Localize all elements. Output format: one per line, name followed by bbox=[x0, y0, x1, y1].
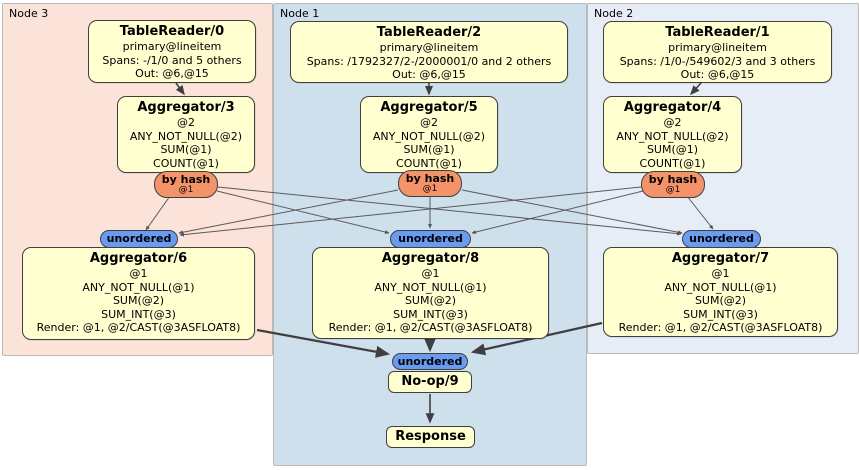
agg-fn: SUM(@2) bbox=[404, 294, 457, 307]
agg-group-cols: @1 bbox=[421, 267, 440, 280]
sync-unordered-final: unordered bbox=[392, 353, 468, 370]
agg-group-cols: @2 bbox=[420, 116, 438, 129]
agg-fn: COUNT(@1) bbox=[396, 156, 462, 170]
agg-group-cols: @1 bbox=[129, 267, 148, 280]
processor-title: Aggregator/4 bbox=[623, 100, 722, 115]
processor-out: Out: @6,@15 bbox=[392, 68, 466, 81]
processor-title: Aggregator/5 bbox=[380, 100, 478, 115]
router-detail: @1 bbox=[422, 184, 438, 194]
processor-out: Out: @6,@15 bbox=[135, 67, 209, 80]
processor-spans: Spans: /1792327/2-/2000001/0 and 2 other… bbox=[306, 54, 552, 68]
router-by-hash-node2: by hash @1 bbox=[641, 171, 705, 198]
sync-label: unordered bbox=[106, 232, 172, 245]
sync-label: unordered bbox=[689, 232, 754, 245]
processor-title: TableReader/2 bbox=[376, 25, 482, 40]
agg-fn: SUM(@1) bbox=[160, 143, 212, 156]
router-by-hash-node3: by hash @1 bbox=[154, 171, 218, 198]
agg-fn: ANY_NOT_NULL(@1) bbox=[374, 280, 487, 294]
router-label: by hash bbox=[648, 173, 698, 186]
agg-render: Render: @1, @2/CAST(@3ASFLOAT8) bbox=[618, 321, 823, 334]
processor-index: primary@lineitem bbox=[379, 41, 479, 54]
processor-title: No-op/9 bbox=[401, 374, 459, 389]
processor-aggregator-3: Aggregator/3 @2 ANY_NOT_NULL(@2) SUM(@1)… bbox=[117, 96, 255, 173]
agg-fn: ANY_NOT_NULL(@2) bbox=[616, 129, 729, 143]
agg-fn: SUM_INT(@3) bbox=[683, 307, 758, 321]
agg-fn: SUM_INT(@3) bbox=[393, 307, 468, 321]
agg-group-cols: @2 bbox=[177, 116, 195, 129]
agg-fn: ANY_NOT_NULL(@1) bbox=[664, 280, 777, 294]
agg-fn: ANY_NOT_NULL(@2) bbox=[372, 129, 486, 143]
agg-fn: ANY_NOT_NULL(@1) bbox=[82, 280, 195, 294]
processor-tablereader-2: TableReader/2 primary@lineitem Spans: /1… bbox=[290, 21, 568, 83]
sync-unordered-node1: unordered bbox=[390, 230, 471, 248]
agg-group-cols: @1 bbox=[711, 267, 730, 280]
sync-unordered-node3: unordered bbox=[100, 230, 178, 248]
processor-aggregator-4: Aggregator/4 @2 ANY_NOT_NULL(@2) SUM(@1)… bbox=[603, 96, 742, 173]
sync-unordered-node2: unordered bbox=[682, 230, 761, 248]
processor-aggregator-6: Aggregator/6 @1 ANY_NOT_NULL(@1) SUM(@2)… bbox=[22, 247, 255, 340]
agg-fn: SUM(@2) bbox=[694, 294, 747, 307]
processor-out: Out: @6,@15 bbox=[680, 68, 755, 81]
response-box: Response bbox=[386, 426, 475, 448]
processor-spans: Spans: /1/0-/549602/3 and 3 others bbox=[619, 54, 816, 68]
sync-label: unordered bbox=[398, 232, 463, 245]
processor-title: TableReader/1 bbox=[665, 25, 770, 40]
sync-label: unordered bbox=[397, 355, 463, 368]
processor-aggregator-8: Aggregator/8 @1 ANY_NOT_NULL(@1) SUM(@2)… bbox=[312, 247, 549, 339]
region-label: Node 3 bbox=[9, 7, 49, 20]
agg-fn: SUM(@2) bbox=[112, 294, 165, 307]
agg-group-cols: @2 bbox=[663, 116, 682, 129]
processor-title: Aggregator/3 bbox=[137, 100, 235, 115]
agg-fn: COUNT(@1) bbox=[153, 156, 219, 170]
processor-aggregator-7: Aggregator/7 @1 ANY_NOT_NULL(@1) SUM(@2)… bbox=[603, 247, 838, 337]
router-by-hash-node1: by hash @1 bbox=[398, 170, 462, 197]
agg-fn: SUM(@1) bbox=[403, 143, 455, 156]
agg-fn: ANY_NOT_NULL(@2) bbox=[129, 129, 243, 143]
agg-fn: COUNT(@1) bbox=[639, 156, 706, 170]
router-label: by hash bbox=[405, 172, 455, 185]
agg-fn: SUM(@1) bbox=[646, 143, 699, 156]
processor-title: Aggregator/7 bbox=[671, 251, 770, 266]
processor-title: Aggregator/6 bbox=[89, 251, 188, 266]
processor-noop-9: No-op/9 bbox=[388, 371, 472, 393]
region-label: Node 2 bbox=[594, 7, 634, 20]
response-label: Response bbox=[395, 429, 466, 444]
processor-title: Aggregator/8 bbox=[381, 251, 480, 266]
processor-tablereader-0: TableReader/0 primary@lineitem Spans: -/… bbox=[88, 20, 256, 83]
agg-render: Render: @1, @2/CAST(@3ASFLOAT8) bbox=[328, 321, 533, 334]
processor-title: TableReader/0 bbox=[119, 24, 225, 39]
processor-tablereader-1: TableReader/1 primary@lineitem Spans: /1… bbox=[603, 21, 832, 83]
router-detail: @1 bbox=[178, 185, 194, 195]
agg-render: Render: @1, @2/CAST(@3ASFLOAT8) bbox=[36, 321, 241, 334]
processor-index: primary@lineitem bbox=[668, 41, 767, 54]
processor-index: primary@lineitem bbox=[122, 40, 222, 53]
processor-aggregator-5: Aggregator/5 @2 ANY_NOT_NULL(@2) SUM(@1)… bbox=[360, 96, 498, 173]
processor-spans: Spans: -/1/0 and 5 others bbox=[102, 53, 242, 67]
agg-fn: SUM_INT(@3) bbox=[101, 307, 176, 321]
region-label: Node 1 bbox=[280, 7, 320, 20]
router-detail: @1 bbox=[665, 185, 681, 195]
router-label: by hash bbox=[161, 173, 211, 186]
